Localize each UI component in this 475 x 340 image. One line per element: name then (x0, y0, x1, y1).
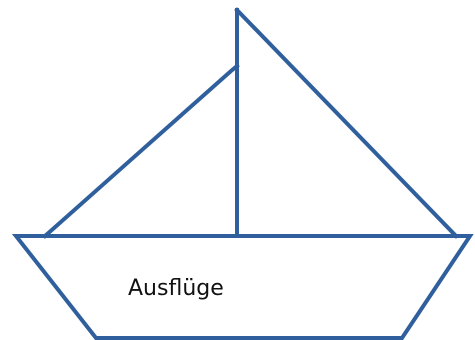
right-sail-edge (237, 10, 456, 236)
left-sail-edge (45, 66, 237, 236)
boat-label: Ausflüge (128, 276, 278, 301)
